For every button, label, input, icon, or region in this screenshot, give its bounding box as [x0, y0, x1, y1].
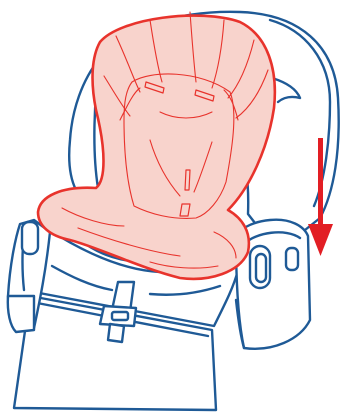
headrest-fold: [270, 76, 302, 104]
body-seam-left: [149, 139, 181, 197]
right-armrest-slot-inner: [254, 252, 268, 284]
body-panel: [123, 73, 235, 219]
buckle-slot: [110, 310, 130, 322]
seat-seam-right: [213, 231, 237, 259]
right-armrest-button: [284, 246, 300, 272]
body-seam-top: [159, 111, 213, 119]
harness-slot-right: [194, 89, 215, 102]
harness-slot-left: [144, 81, 165, 94]
seat-seam-front: [149, 261, 219, 269]
buckle-tail: [106, 322, 126, 344]
seat-insert-outline: [36, 14, 277, 281]
down-arrow-head: [308, 224, 333, 256]
down-arrow-shaft: [318, 138, 323, 226]
shoulder-curve-right: [223, 89, 239, 121]
seat-seam-left: [61, 207, 125, 227]
right-armrest-side: [234, 298, 246, 350]
seat-fold-2: [148, 284, 222, 296]
footrest-panel: [12, 294, 218, 412]
harness-slot-mid-left: [184, 169, 191, 191]
headrest-seam-7: [103, 75, 131, 117]
body-seam-right: [193, 141, 213, 193]
headrest-seam-6: [235, 69, 269, 119]
down-arrow: [308, 138, 333, 256]
chair-frame: [6, 10, 340, 412]
left-armrest-front: [6, 294, 36, 334]
shoulder-curve-left: [119, 87, 141, 121]
seat-fold-1: [50, 264, 114, 292]
left-armrest-slot: [20, 220, 40, 256]
seat-insert-pad: [36, 11, 277, 281]
headrest-seam-2: [149, 19, 163, 83]
seat-seam-mid: [77, 227, 181, 257]
harness-slot-crotch: [179, 203, 191, 217]
